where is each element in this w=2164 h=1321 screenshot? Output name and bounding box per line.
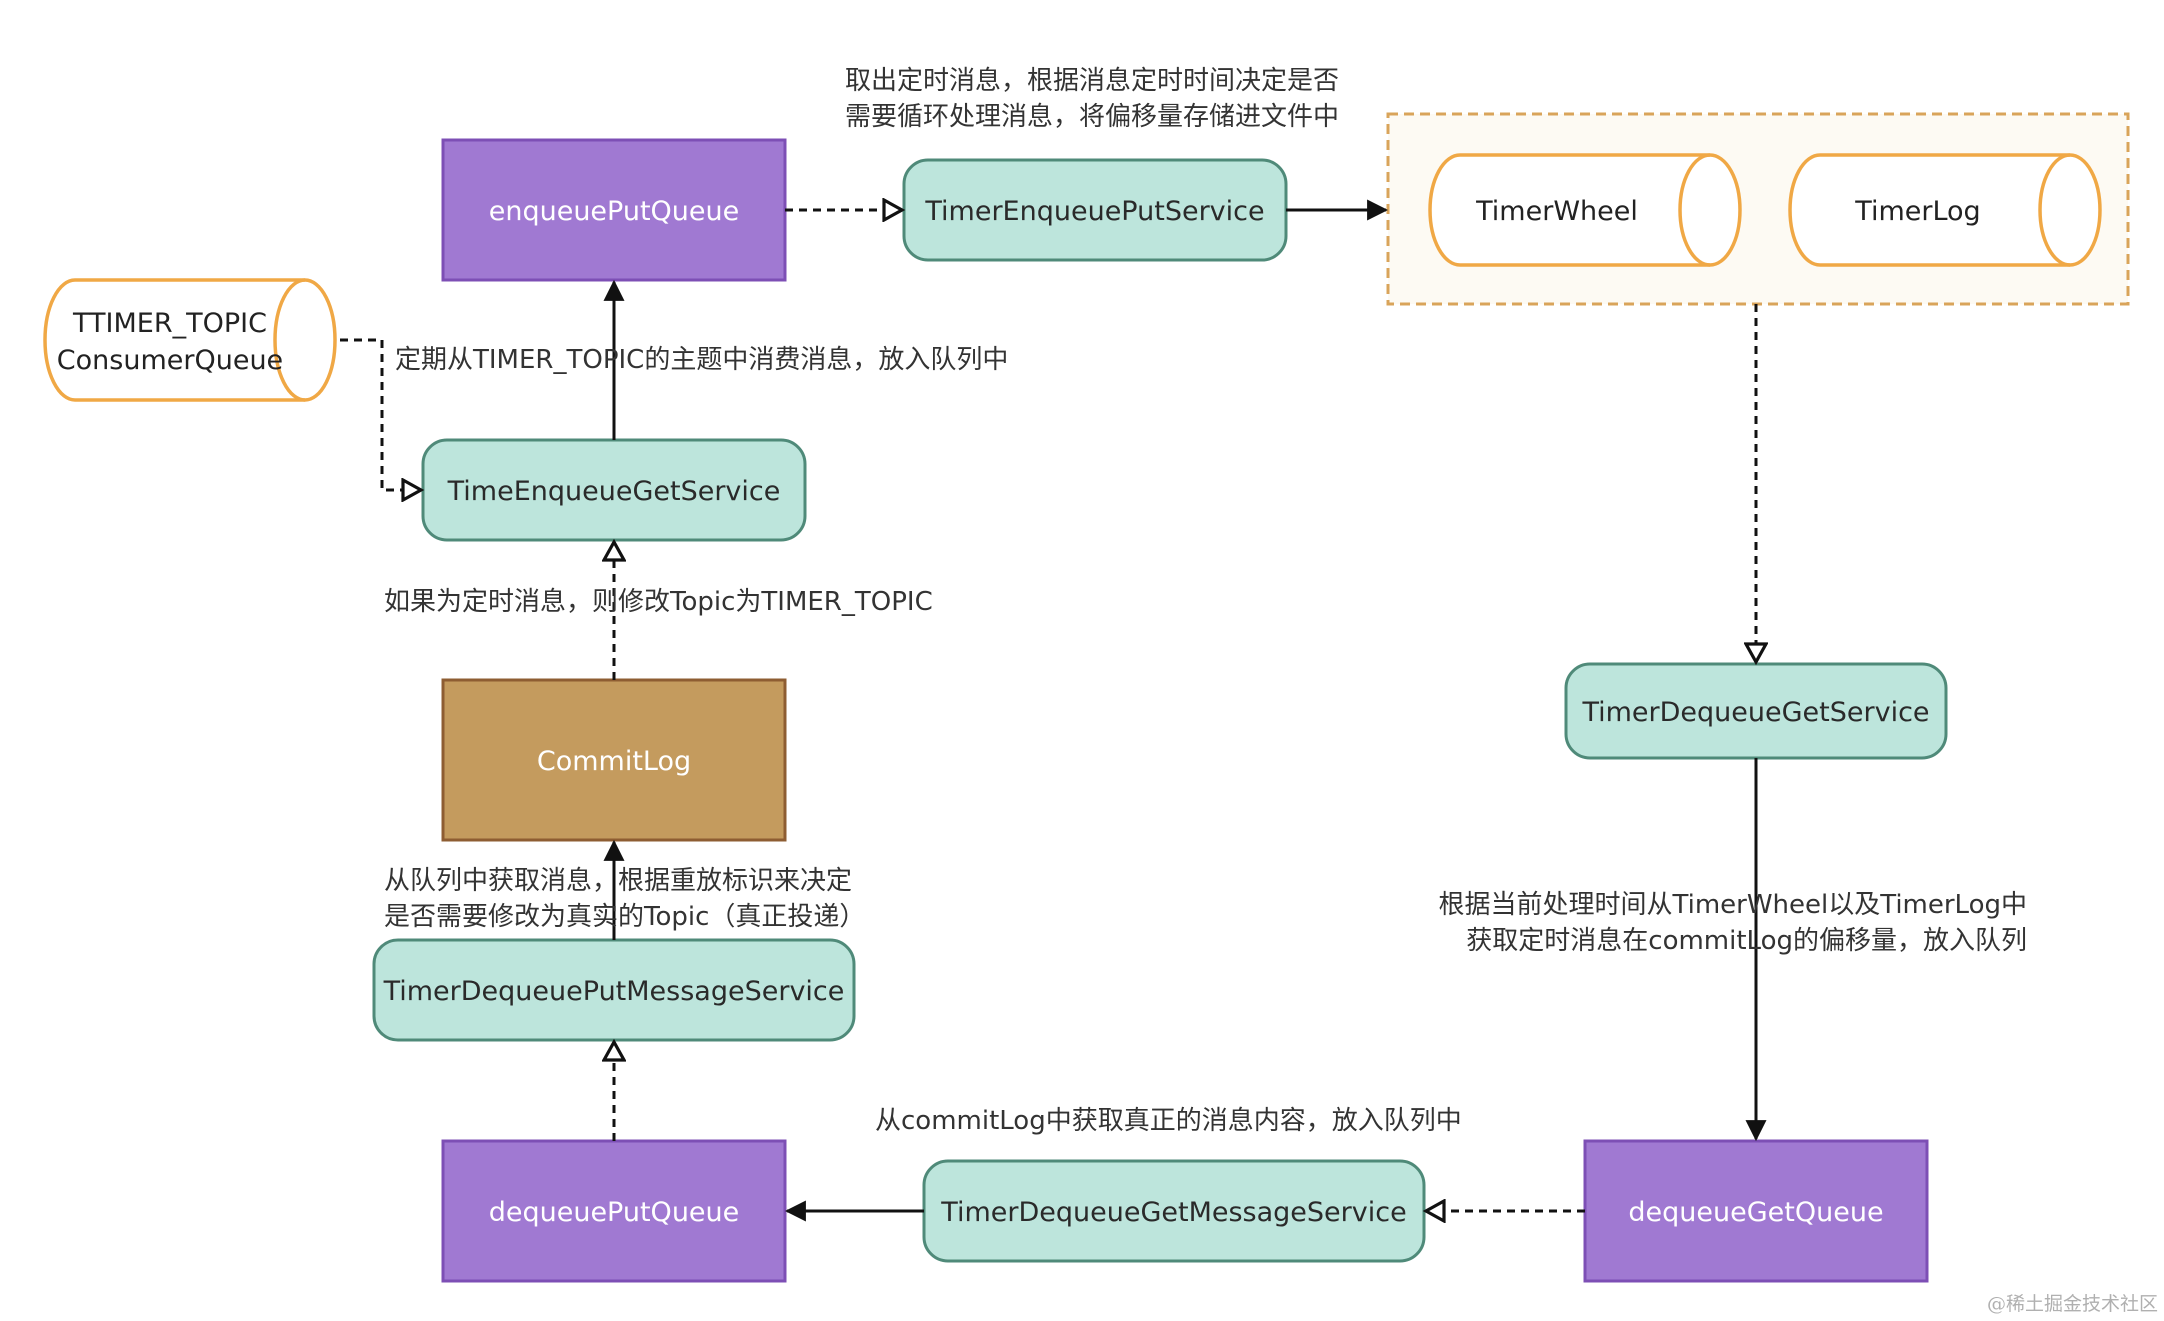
annotation-put-service-2: 需要循环处理消息，将偏移量存储进文件中 xyxy=(845,102,1339,132)
consumer-queue-label-1: TTIMER_TOPIC xyxy=(72,308,267,339)
timer-wheel-label: TimerWheel xyxy=(1475,196,1638,227)
timer-log-label: TimerLog xyxy=(1854,196,1980,227)
timer-dequeue-get-message-service-node: TimerDequeueGetMessageService xyxy=(922,1159,1426,1263)
timer-dequeue-get-service-node: TimerDequeueGetService xyxy=(1564,662,1948,760)
timer-dequeue-get-service-label: TimerDequeueGetService xyxy=(1581,697,1929,728)
watermark: @稀土掘金技术社区 xyxy=(1987,1293,2158,1315)
annotation-get-message: 从commitLog中获取真正的消息内容，放入队列中 xyxy=(875,1106,1462,1136)
annotation-dequeue-1: 根据当前处理时间从TimerWheel以及TimerLog中 xyxy=(1439,890,2027,920)
consumer-queue-label-2: ConsumerQueue xyxy=(57,345,283,376)
annotation-modify-topic: 如果为定时消息，则修改Topic为TIMER_TOPIC xyxy=(384,587,933,617)
time-enqueue-get-service-node: TimeEnqueueGetService xyxy=(421,438,807,542)
annotation-replay-1: 从队列中获取消息，根据重放标识来决定 xyxy=(384,866,852,896)
annotation-dequeue-2: 获取定时消息在commitLog的偏移量，放入队列 xyxy=(1466,926,2027,956)
time-enqueue-get-service-label: TimeEnqueueGetService xyxy=(447,476,781,507)
timer-enqueue-put-service-node: TimerEnqueuePutService xyxy=(902,158,1288,262)
dequeue-put-queue-node: dequeuePutQueue xyxy=(441,1139,787,1283)
annotation-consume-periodic: 定期从TIMER_TOPIC的主题中消费消息，放入队列中 xyxy=(395,345,1008,375)
timer-log-storage: TimerLog xyxy=(1788,153,2102,267)
annotation-put-service-1: 取出定时消息，根据消息定时时间决定是否 xyxy=(845,66,1339,96)
timer-dequeue-get-message-service-label: TimerDequeueGetMessageService xyxy=(940,1197,1406,1228)
commit-log-node: CommitLog xyxy=(441,678,787,842)
timer-dequeue-put-message-service-node: TimerDequeuePutMessageService xyxy=(372,938,856,1042)
timer-enqueue-put-service-label: TimerEnqueuePutService xyxy=(924,196,1264,227)
dequeue-get-queue-node: dequeueGetQueue xyxy=(1583,1139,1929,1283)
consumer-queue-storage: TTIMER_TOPIC ConsumerQueue xyxy=(43,278,337,402)
commit-log-label: CommitLog xyxy=(537,746,691,777)
annotation-replay-2: 是否需要修改为真实的Topic（真正投递） xyxy=(384,902,865,932)
dequeue-get-queue-label: dequeueGetQueue xyxy=(1628,1197,1883,1228)
timer-wheel-storage: TimerWheel xyxy=(1428,153,1742,267)
enqueue-put-queue-node: enqueuePutQueue xyxy=(441,138,787,282)
enqueue-put-queue-label: enqueuePutQueue xyxy=(489,196,740,227)
dequeue-put-queue-label: dequeuePutQueue xyxy=(489,1197,740,1228)
edge-consumer-queue-to-get-service xyxy=(340,338,421,490)
timer-dequeue-put-message-service-label: TimerDequeuePutMessageService xyxy=(383,976,845,1007)
